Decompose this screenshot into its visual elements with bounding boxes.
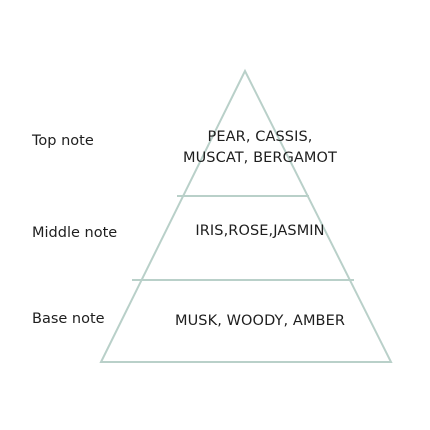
middle-note-ingredients: IRIS,ROSE,JASMIN: [110, 221, 410, 242]
pyramid-outline: [99, 68, 393, 363]
top-note-ingredients: PEAR, CASSIS, MUSCAT, BERGAMOT: [110, 127, 410, 169]
base-note-label: Base note: [32, 311, 105, 327]
top-note-line-2: MUSCAT, BERGAMOT: [182, 150, 338, 166]
top-note-line-1: PEAR, CASSIS,: [207, 129, 313, 145]
middle-note-line-1: IRIS,ROSE,JASMIN: [195, 223, 325, 239]
top-note-label: Top note: [32, 133, 94, 149]
base-note-ingredients: MUSK, WOODY, AMBER: [110, 311, 410, 332]
base-note-line-1: MUSK, WOODY, AMBER: [174, 313, 346, 329]
middle-note-label: Middle note: [32, 225, 118, 241]
